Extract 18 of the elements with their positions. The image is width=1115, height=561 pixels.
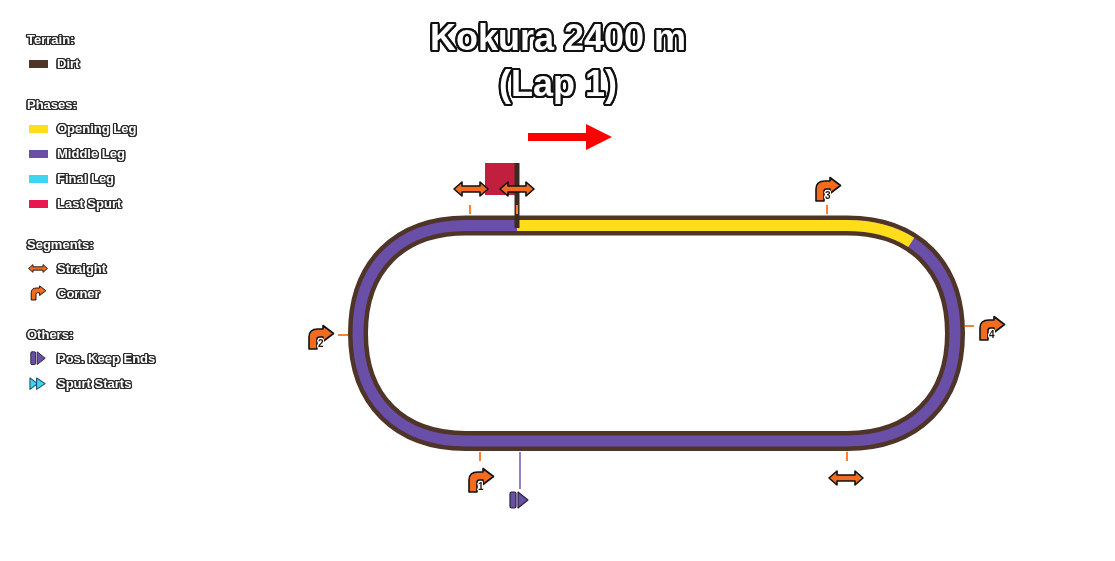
legend-heading: Terrain: xyxy=(27,32,75,48)
legend-heading: Phases: xyxy=(27,97,77,113)
legend-label: Opening Leg xyxy=(57,120,137,137)
legend-label: Pos. Keep Ends xyxy=(57,350,156,367)
corner-number: 2 xyxy=(318,338,324,349)
legend-label: Dirt xyxy=(57,55,80,72)
legend-label: Corner xyxy=(57,285,100,302)
title: Kokura 2400 m (Lap 1) xyxy=(428,16,688,107)
corner-number: 4 xyxy=(989,329,995,340)
legend-label: Last Spurt xyxy=(57,195,122,212)
corner-number: 1 xyxy=(478,481,484,492)
legend-heading: Segments: xyxy=(27,237,94,253)
legend-label: Spurt Starts xyxy=(57,375,132,392)
legend-heading: Others: xyxy=(27,327,74,343)
legend-label: Final Leg xyxy=(57,170,115,187)
legend-label: Middle Leg xyxy=(57,145,125,162)
corner-number: 3 xyxy=(825,190,831,201)
legend-label: Straight xyxy=(57,260,107,277)
